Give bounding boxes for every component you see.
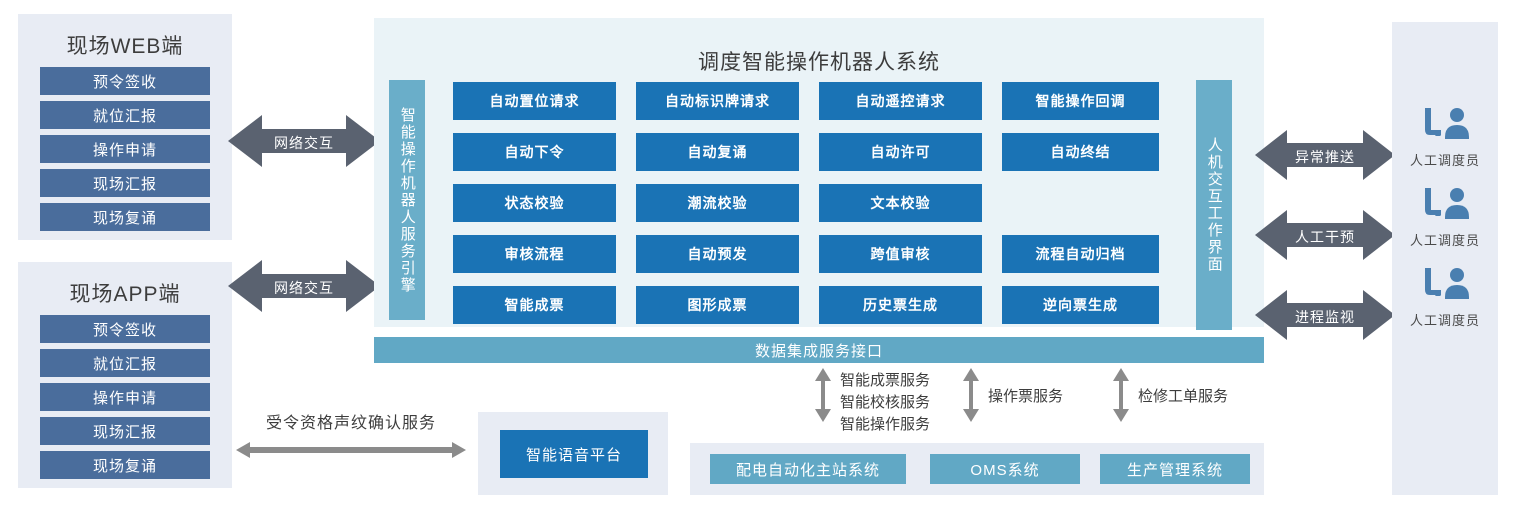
- function-cell-1-0[interactable]: 自动下令: [453, 133, 616, 171]
- app-client-button-list: 预令签收 就位汇报 操作申请 现场汇报 现场复诵: [40, 315, 210, 479]
- horizontal-double-arrow-icon: [236, 442, 466, 458]
- service-label-2-0: 检修工单服务: [1138, 388, 1229, 405]
- service-engine-bar: 智能操作机器人服务引擎: [389, 80, 425, 320]
- vertical-double-arrow-icon: [815, 368, 831, 422]
- service-label-1-0: 操作票服务: [988, 388, 1064, 405]
- operator-1-label: 人工调度员: [1409, 233, 1480, 248]
- function-cell-0-0[interactable]: 自动置位请求: [453, 82, 616, 120]
- dispatcher-icon: [1425, 188, 1469, 219]
- web-client-panel: 现场WEB端 预令签收 就位汇报 操作申请 现场汇报 现场复诵: [18, 14, 232, 240]
- double-arrow-icon: [1255, 290, 1395, 340]
- function-cell-0-2[interactable]: 自动遥控请求: [819, 82, 982, 120]
- hmi-interface-bar: 人机交互工作界面: [1196, 80, 1232, 330]
- voice-service-label: 受令资格声纹确认服务: [266, 415, 437, 432]
- function-cell-2-2[interactable]: 文本校验: [819, 184, 982, 222]
- function-cell-4-2[interactable]: 历史票生成: [819, 286, 982, 324]
- web-client-title: 现场WEB端: [66, 35, 184, 58]
- function-cell-3-0[interactable]: 审核流程: [453, 235, 616, 273]
- function-cell-4-0[interactable]: 智能成票: [453, 286, 616, 324]
- service-arrow-1: [960, 368, 982, 422]
- function-cell-0-3[interactable]: 智能操作回调: [1002, 82, 1159, 120]
- web-client-item-1[interactable]: 就位汇报: [40, 101, 210, 129]
- function-cell-1-1[interactable]: 自动复诵: [636, 133, 799, 171]
- external-system-0[interactable]: 配电自动化主站系统: [710, 454, 906, 484]
- service-arrow-1-labels: 操作票服务: [988, 386, 1063, 408]
- external-systems-panel: 配电自动化主站系统 OMS系统 生产管理系统: [690, 443, 1264, 495]
- function-cell-0-1[interactable]: 自动标识牌请求: [636, 82, 799, 120]
- robot-system-panel: 调度智能操作机器人系统 智能操作机器人服务引擎 人机交互工作界面 自动置位请求 …: [374, 18, 1264, 330]
- app-client-item-2[interactable]: 操作申请: [40, 383, 210, 411]
- app-client-item-4[interactable]: 现场复诵: [40, 451, 210, 479]
- function-cell-1-2[interactable]: 自动许可: [819, 133, 982, 171]
- service-arrow-0: [812, 368, 834, 422]
- network-arrow-app: 网络交互: [228, 258, 380, 314]
- service-arrow-2: [1110, 368, 1132, 422]
- app-client-panel: 现场APP端 预令签收 就位汇报 操作申请 现场汇报 现场复诵: [18, 262, 232, 488]
- operator-2: 人工调度员: [1392, 266, 1498, 329]
- service-arrow-2-labels: 检修工单服务: [1138, 386, 1228, 408]
- service-label-0-2: 智能操作服务: [840, 415, 931, 433]
- app-client-item-1[interactable]: 就位汇报: [40, 349, 210, 377]
- function-cell-2-3: [1002, 184, 1159, 222]
- web-client-item-2[interactable]: 操作申请: [40, 135, 210, 163]
- web-client-button-list: 预令签收 就位汇报 操作申请 现场汇报 现场复诵: [40, 67, 210, 231]
- service-label-0-1: 智能校核服务: [840, 393, 931, 411]
- dispatcher-icon: [1425, 268, 1469, 299]
- function-cell-2-1[interactable]: 潮流校验: [636, 184, 799, 222]
- double-arrow-icon: [228, 115, 380, 167]
- service-engine-bar-label: 智能操作机器人服务引擎: [398, 106, 416, 294]
- hmi-interface-bar-label: 人机交互工作界面: [1205, 137, 1223, 273]
- web-client-item-0[interactable]: 预令签收: [40, 67, 210, 95]
- function-cell-3-1[interactable]: 自动预发: [636, 235, 799, 273]
- operator-1: 人工调度员: [1392, 186, 1498, 249]
- function-cell-3-2[interactable]: 跨值审核: [819, 235, 982, 273]
- double-arrow-icon: [1255, 130, 1395, 180]
- function-cell-2-0[interactable]: 状态校验: [453, 184, 616, 222]
- human-arrow-exception: 异常推送: [1255, 128, 1395, 182]
- service-label-0-0: 智能成票服务: [840, 372, 931, 389]
- web-client-item-4[interactable]: 现场复诵: [40, 203, 210, 231]
- vertical-double-arrow-icon: [1113, 368, 1129, 422]
- function-cell-3-3[interactable]: 流程自动归档: [1002, 235, 1159, 273]
- app-client-item-0[interactable]: 预令签收: [40, 315, 210, 343]
- double-arrow-icon: [228, 260, 380, 312]
- network-arrow-web: 网络交互: [228, 113, 380, 169]
- operators-panel: 人工调度员 人工调度员 人工调度员: [1392, 22, 1498, 495]
- dispatcher-icon: [1425, 108, 1469, 139]
- human-arrow-monitor: 进程监视: [1255, 288, 1395, 342]
- human-arrow-intervention: 人工干预: [1255, 208, 1395, 262]
- app-client-item-3[interactable]: 现场汇报: [40, 417, 210, 445]
- robot-system-title: 调度智能操作机器人系统: [698, 51, 940, 74]
- operator-0: 人工调度员: [1392, 106, 1498, 169]
- vertical-double-arrow-icon: [963, 368, 979, 422]
- voice-service-arrow: [236, 440, 466, 460]
- function-cell-4-3[interactable]: 逆向票生成: [1002, 286, 1159, 324]
- function-cell-4-1[interactable]: 图形成票: [636, 286, 799, 324]
- data-integration-bar: 数据集成服务接口: [374, 337, 1264, 363]
- external-system-2[interactable]: 生产管理系统: [1100, 454, 1250, 484]
- operator-2-label: 人工调度员: [1409, 313, 1480, 328]
- app-client-title: 现场APP端: [69, 283, 181, 306]
- voice-platform-box[interactable]: 智能语音平台: [500, 430, 648, 478]
- external-system-1[interactable]: OMS系统: [930, 454, 1080, 484]
- operator-0-label: 人工调度员: [1409, 153, 1480, 168]
- function-grid: 自动置位请求 自动标识牌请求 自动遥控请求 智能操作回调 自动下令 自动复诵 自…: [453, 82, 1159, 328]
- voice-platform-panel: 智能语音平台: [478, 412, 668, 495]
- web-client-item-3[interactable]: 现场汇报: [40, 169, 210, 197]
- function-cell-1-3[interactable]: 自动终结: [1002, 133, 1159, 171]
- double-arrow-icon: [1255, 210, 1395, 260]
- service-arrow-0-labels: 智能成票服务 智能校核服务 智能操作服务: [840, 370, 930, 435]
